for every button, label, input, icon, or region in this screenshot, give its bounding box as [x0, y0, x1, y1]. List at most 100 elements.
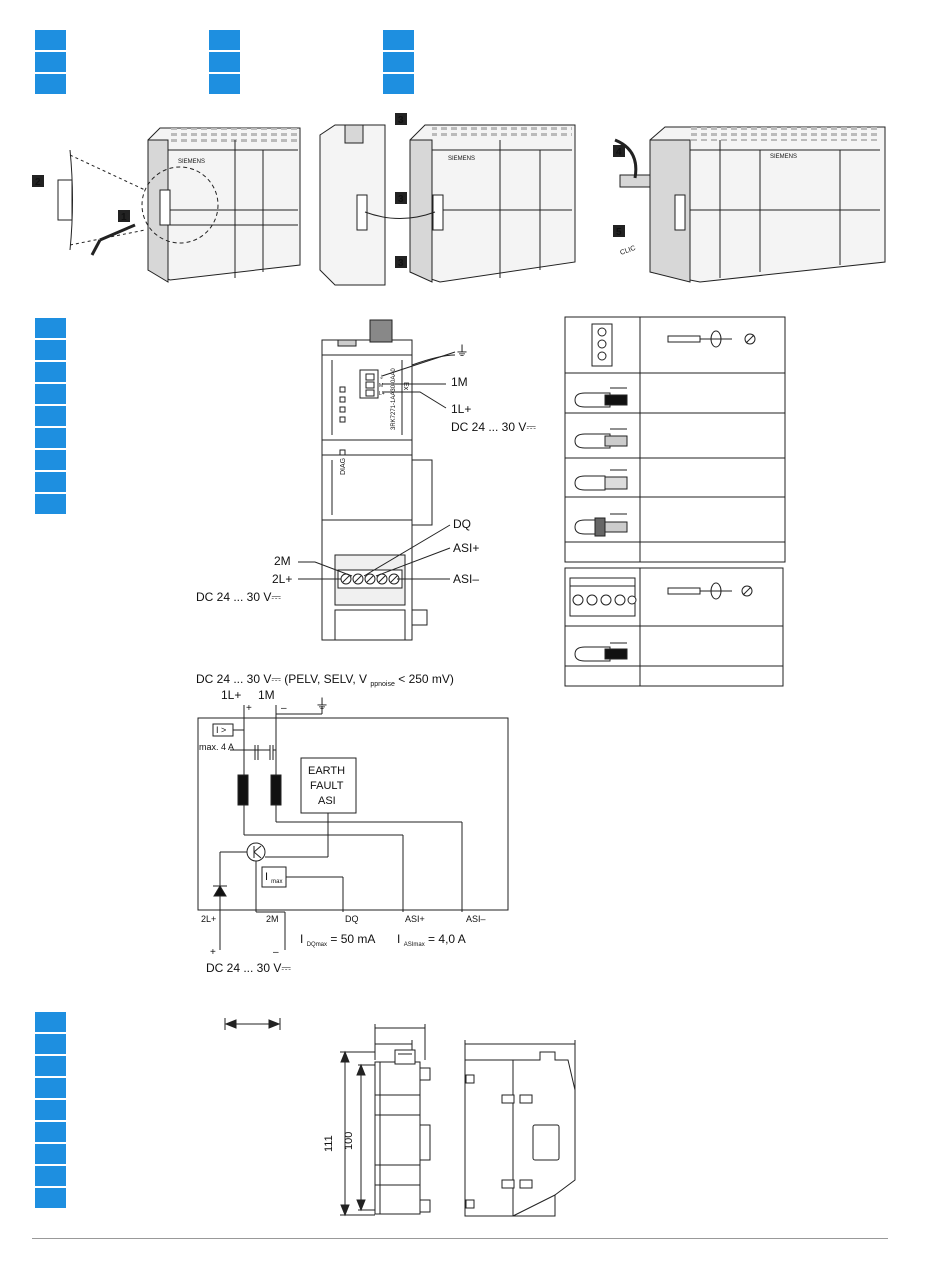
module-back-view — [464, 1051, 576, 1217]
earth-fault-line-1: EARTH — [308, 765, 345, 777]
earth-fault-line-3: ASI — [318, 795, 336, 807]
terminal-mark: M — [379, 383, 383, 389]
input-plus: + — [246, 703, 252, 714]
tab-marker — [35, 1034, 66, 1054]
step-number: 3 — [398, 194, 404, 205]
label-2l-plus: 2L+ — [272, 572, 292, 586]
idq-main: I — [300, 932, 303, 946]
terminal-mark: ⏚ — [379, 374, 384, 381]
tab-marker — [35, 450, 66, 470]
supply-header: DC 24 ... 30 V⎓ (PELV, SELV, V ppnoise <… — [196, 672, 454, 689]
step-badge-5 — [613, 225, 625, 237]
wiring-tables — [564, 316, 786, 687]
tab-marker — [383, 52, 414, 72]
tab-marker — [383, 74, 414, 94]
module-ex-mark: Ex — [402, 382, 409, 391]
tab-marker — [35, 472, 66, 492]
terminal-2l-plus: 2L+ — [201, 914, 216, 924]
imax-main: I — [265, 871, 268, 883]
tab-marker — [35, 318, 66, 338]
label-dc-top: DC 24 ... 30 V⎓ — [451, 420, 536, 434]
dimension-arrow-icon — [224, 1018, 281, 1030]
supply-header-subscript: ppnoise — [370, 681, 395, 688]
module-part-number: 3RK7271-1AA30-0AA0 — [391, 368, 397, 430]
terminal-asi-minus: ASI– — [466, 914, 486, 924]
tab-marker — [35, 362, 66, 382]
step-badge-3 — [395, 256, 407, 268]
input-1l-plus: 1L+ — [221, 688, 241, 702]
tab-marker — [35, 74, 66, 94]
brand-text-1: SIEMENS — [178, 159, 205, 165]
breaker-label: I > — [216, 725, 226, 735]
step-number: 3 — [398, 258, 404, 269]
tab-group-section4 — [35, 1012, 66, 1210]
tab-marker — [209, 74, 240, 94]
label-dq: DQ — [453, 517, 471, 531]
tab-marker — [209, 30, 240, 50]
tab-marker — [209, 52, 240, 72]
earth-fault-line-2: FAULT — [310, 780, 344, 792]
ground-symbol: ⏚ — [315, 696, 329, 712]
step-badge-4 — [613, 145, 625, 157]
iasi-sub: ASImax — [404, 942, 425, 948]
tab-marker — [35, 52, 66, 72]
dimension-111: 111 — [323, 1135, 335, 1152]
input-minus: – — [281, 703, 287, 714]
step-number: 1 — [121, 212, 127, 223]
output-plus: + — [210, 947, 216, 958]
tab-marker — [35, 384, 66, 404]
tab-marker — [35, 1144, 66, 1164]
imax-label: I max — [265, 871, 282, 885]
tab-marker — [35, 1078, 66, 1098]
step-badge-3 — [395, 192, 407, 204]
terminal-dq: DQ — [345, 914, 359, 924]
tab-marker — [383, 30, 414, 50]
label-1l-plus: 1L+ — [451, 402, 471, 416]
mounting-illustration: SIEMENS 2 1 SIEMENS 3 3 3 — [32, 113, 886, 286]
module-side-view — [374, 1049, 431, 1215]
detail-zoom — [57, 149, 146, 256]
module-illustration-3 — [614, 126, 886, 283]
module-diag-label: DIAG — [340, 458, 347, 475]
leader-lines — [298, 351, 456, 580]
tab-marker — [35, 494, 66, 514]
idq-sub: DQmax — [307, 942, 327, 948]
tab-marker — [35, 1188, 66, 1208]
idq-value: = 50 mA — [330, 932, 375, 946]
tab-marker — [35, 340, 66, 360]
brand-text-2: SIEMENS — [448, 156, 475, 162]
dimension-100: 100 — [343, 1132, 355, 1150]
iasi-value: = 4,0 A — [428, 932, 466, 946]
tab-group-2 — [209, 30, 240, 96]
footer-rule — [32, 1238, 888, 1239]
tab-marker — [35, 1122, 66, 1142]
step-badge-3 — [395, 113, 407, 125]
terminal-mark: L+ — [379, 391, 385, 397]
tab-group-1 — [35, 30, 66, 96]
label-asi-plus: ASI+ — [453, 541, 479, 555]
imax-sub: max — [271, 879, 282, 885]
step-number: 4 — [616, 147, 622, 158]
output-minus: – — [273, 947, 279, 958]
tab-marker — [35, 1012, 66, 1032]
tab-marker — [35, 428, 66, 448]
step-badge-2 — [32, 175, 44, 187]
label-2m: 2M — [274, 554, 291, 568]
step-number: 5 — [616, 227, 622, 238]
module-front-view: Ex 3RK7271-1AA30-0AA0 DIAG ⏚ M L+ ⏚ 1M 1… — [196, 319, 536, 641]
module-illustration-1 — [141, 127, 301, 283]
supply-header-text: DC 24 ... 30 V⎓ (PELV, SELV, V — [196, 672, 367, 686]
step-number: 2 — [35, 177, 41, 188]
tab-marker — [35, 1056, 66, 1076]
tab-marker — [35, 1100, 66, 1120]
tab-marker — [35, 1166, 66, 1186]
idq-label: I DQmax = 50 mA — [300, 932, 375, 949]
earth-fault-box — [300, 757, 357, 814]
iasi-main: I — [397, 932, 400, 946]
dc-bottom-label: DC 24 ... 30 V⎓ — [206, 961, 291, 975]
tab-marker — [35, 406, 66, 426]
label-1m: 1M — [451, 375, 468, 389]
iasi-label: I ASImax = 4,0 A — [397, 932, 466, 949]
brand-text-3: SIEMENS — [770, 154, 797, 160]
